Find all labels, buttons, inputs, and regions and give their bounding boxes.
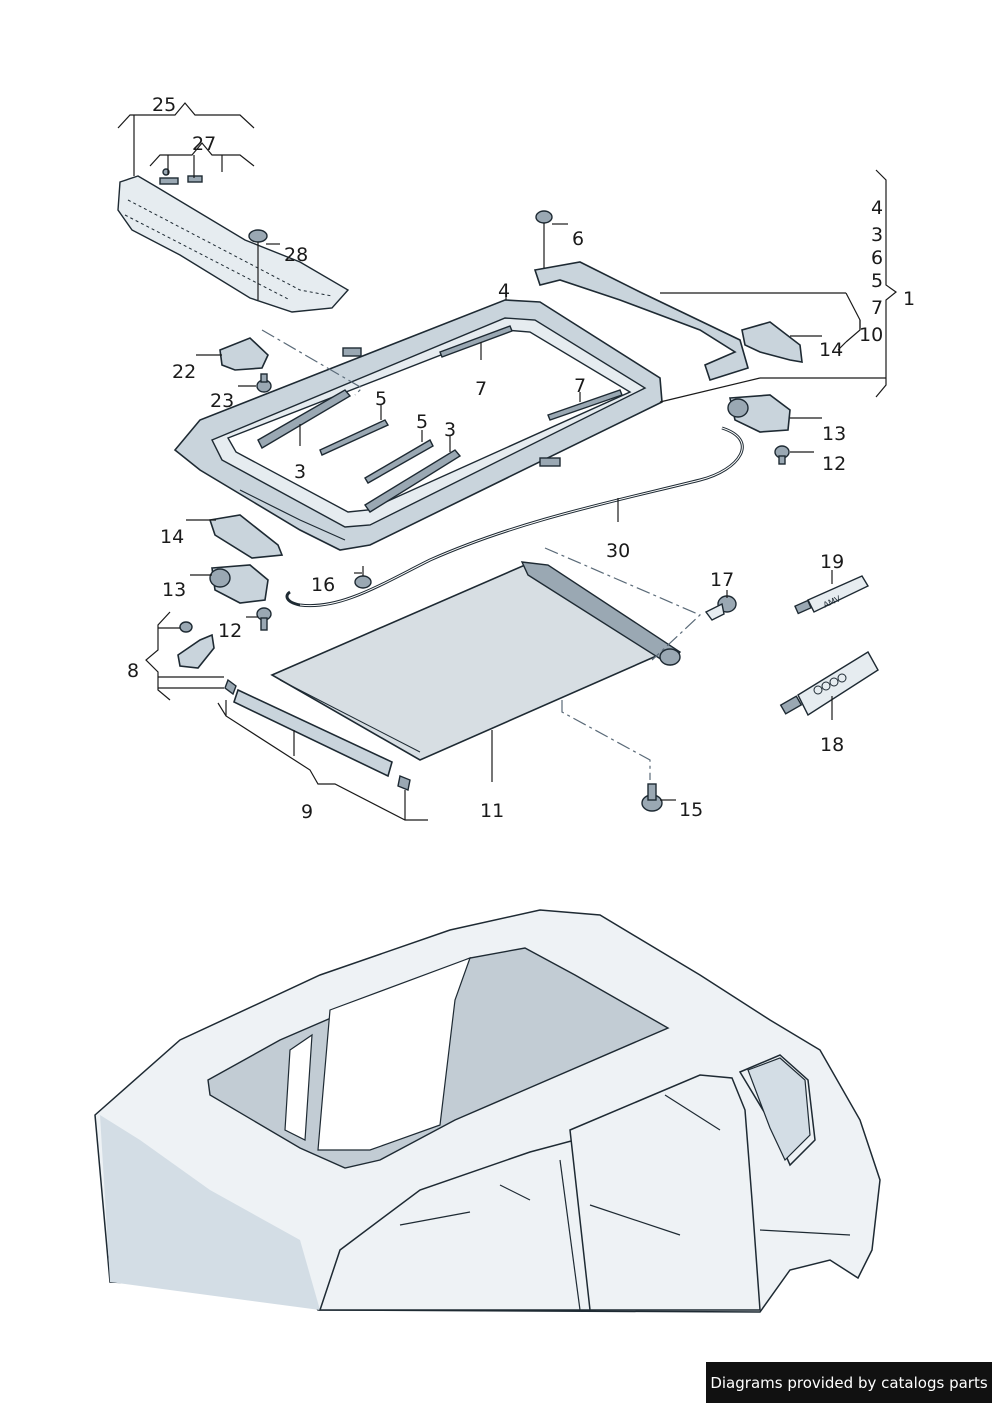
callout-18: 18: [820, 734, 844, 756]
screw-17: [704, 595, 737, 621]
callout-1: 1: [903, 288, 915, 310]
guide-rails: [257, 325, 623, 513]
callout-13-left: 13: [162, 579, 186, 601]
callout-group-5: 5: [871, 270, 883, 292]
leader-lines: [117, 102, 898, 821]
credit-text: Diagrams provided by catalogs parts: [710, 1373, 988, 1392]
callout-23: 23: [210, 390, 234, 412]
callout-group-4: 4: [871, 197, 883, 219]
callout-30: 30: [606, 540, 630, 562]
callout-4: 4: [498, 280, 510, 302]
wind-deflector-net: [117, 168, 350, 313]
callout-3-b: 3: [294, 461, 306, 483]
sunroof-frame: [173, 299, 663, 551]
drive-unit-14-right: [741, 321, 803, 363]
screw-12-left: [256, 607, 272, 631]
screw-15: [641, 783, 663, 812]
callout-12-right: 12: [822, 453, 846, 475]
screw-6: [535, 210, 553, 268]
callout-11: 11: [480, 800, 504, 822]
screw-23: [256, 373, 272, 393]
bracket-22: [219, 337, 269, 371]
screw-28: [248, 229, 268, 300]
callout-6: 6: [572, 228, 584, 250]
callout-14-left: 14: [160, 526, 184, 548]
callout-19: 19: [820, 551, 844, 573]
callout-5-b: 5: [416, 411, 428, 433]
screw-12-right: [774, 445, 790, 465]
callout-7-a: 7: [475, 378, 487, 400]
trim-strip: [224, 678, 411, 791]
drive-unit-14-left: [208, 514, 284, 559]
callout-14-right: 14: [819, 339, 843, 361]
callout-group-3: 3: [871, 224, 883, 246]
callout-15: 15: [679, 799, 703, 821]
callout-12-left: 12: [218, 620, 242, 642]
callout-group-6: 6: [871, 247, 883, 269]
car-roof-illustration: [94, 909, 881, 1313]
callout-27: 27: [192, 133, 216, 155]
callout-13-right: 13: [822, 423, 846, 445]
motor-13-right: [727, 394, 791, 433]
callout-22: 22: [172, 361, 196, 383]
callout-5-a: 5: [375, 388, 387, 410]
callout-3-a: 3: [444, 419, 456, 441]
callout-17: 17: [710, 569, 734, 591]
callout-28: 28: [284, 244, 308, 266]
motor-13-left: [209, 564, 269, 604]
roller-blind: [270, 561, 682, 761]
tube-18: [779, 651, 879, 717]
callout-10: 10: [859, 324, 883, 346]
callout-group-7: 7: [871, 297, 883, 319]
callout-9: 9: [301, 801, 313, 823]
drain-channel: [533, 261, 749, 381]
credit-banner: Diagrams provided by catalogs parts: [706, 1362, 992, 1403]
callout-25: 25: [152, 94, 176, 116]
callout-labels: 25 27 28 6 4 4 3 6 5 7 1 10 14 7 7 5 5 3…: [127, 94, 915, 823]
callout-16: 16: [311, 574, 335, 596]
callout-8: 8: [127, 660, 139, 682]
callout-7-b: 7: [574, 375, 586, 397]
tube-19: AMV: [794, 575, 869, 615]
bracket-8: [177, 621, 215, 669]
screw-16: [354, 566, 372, 589]
